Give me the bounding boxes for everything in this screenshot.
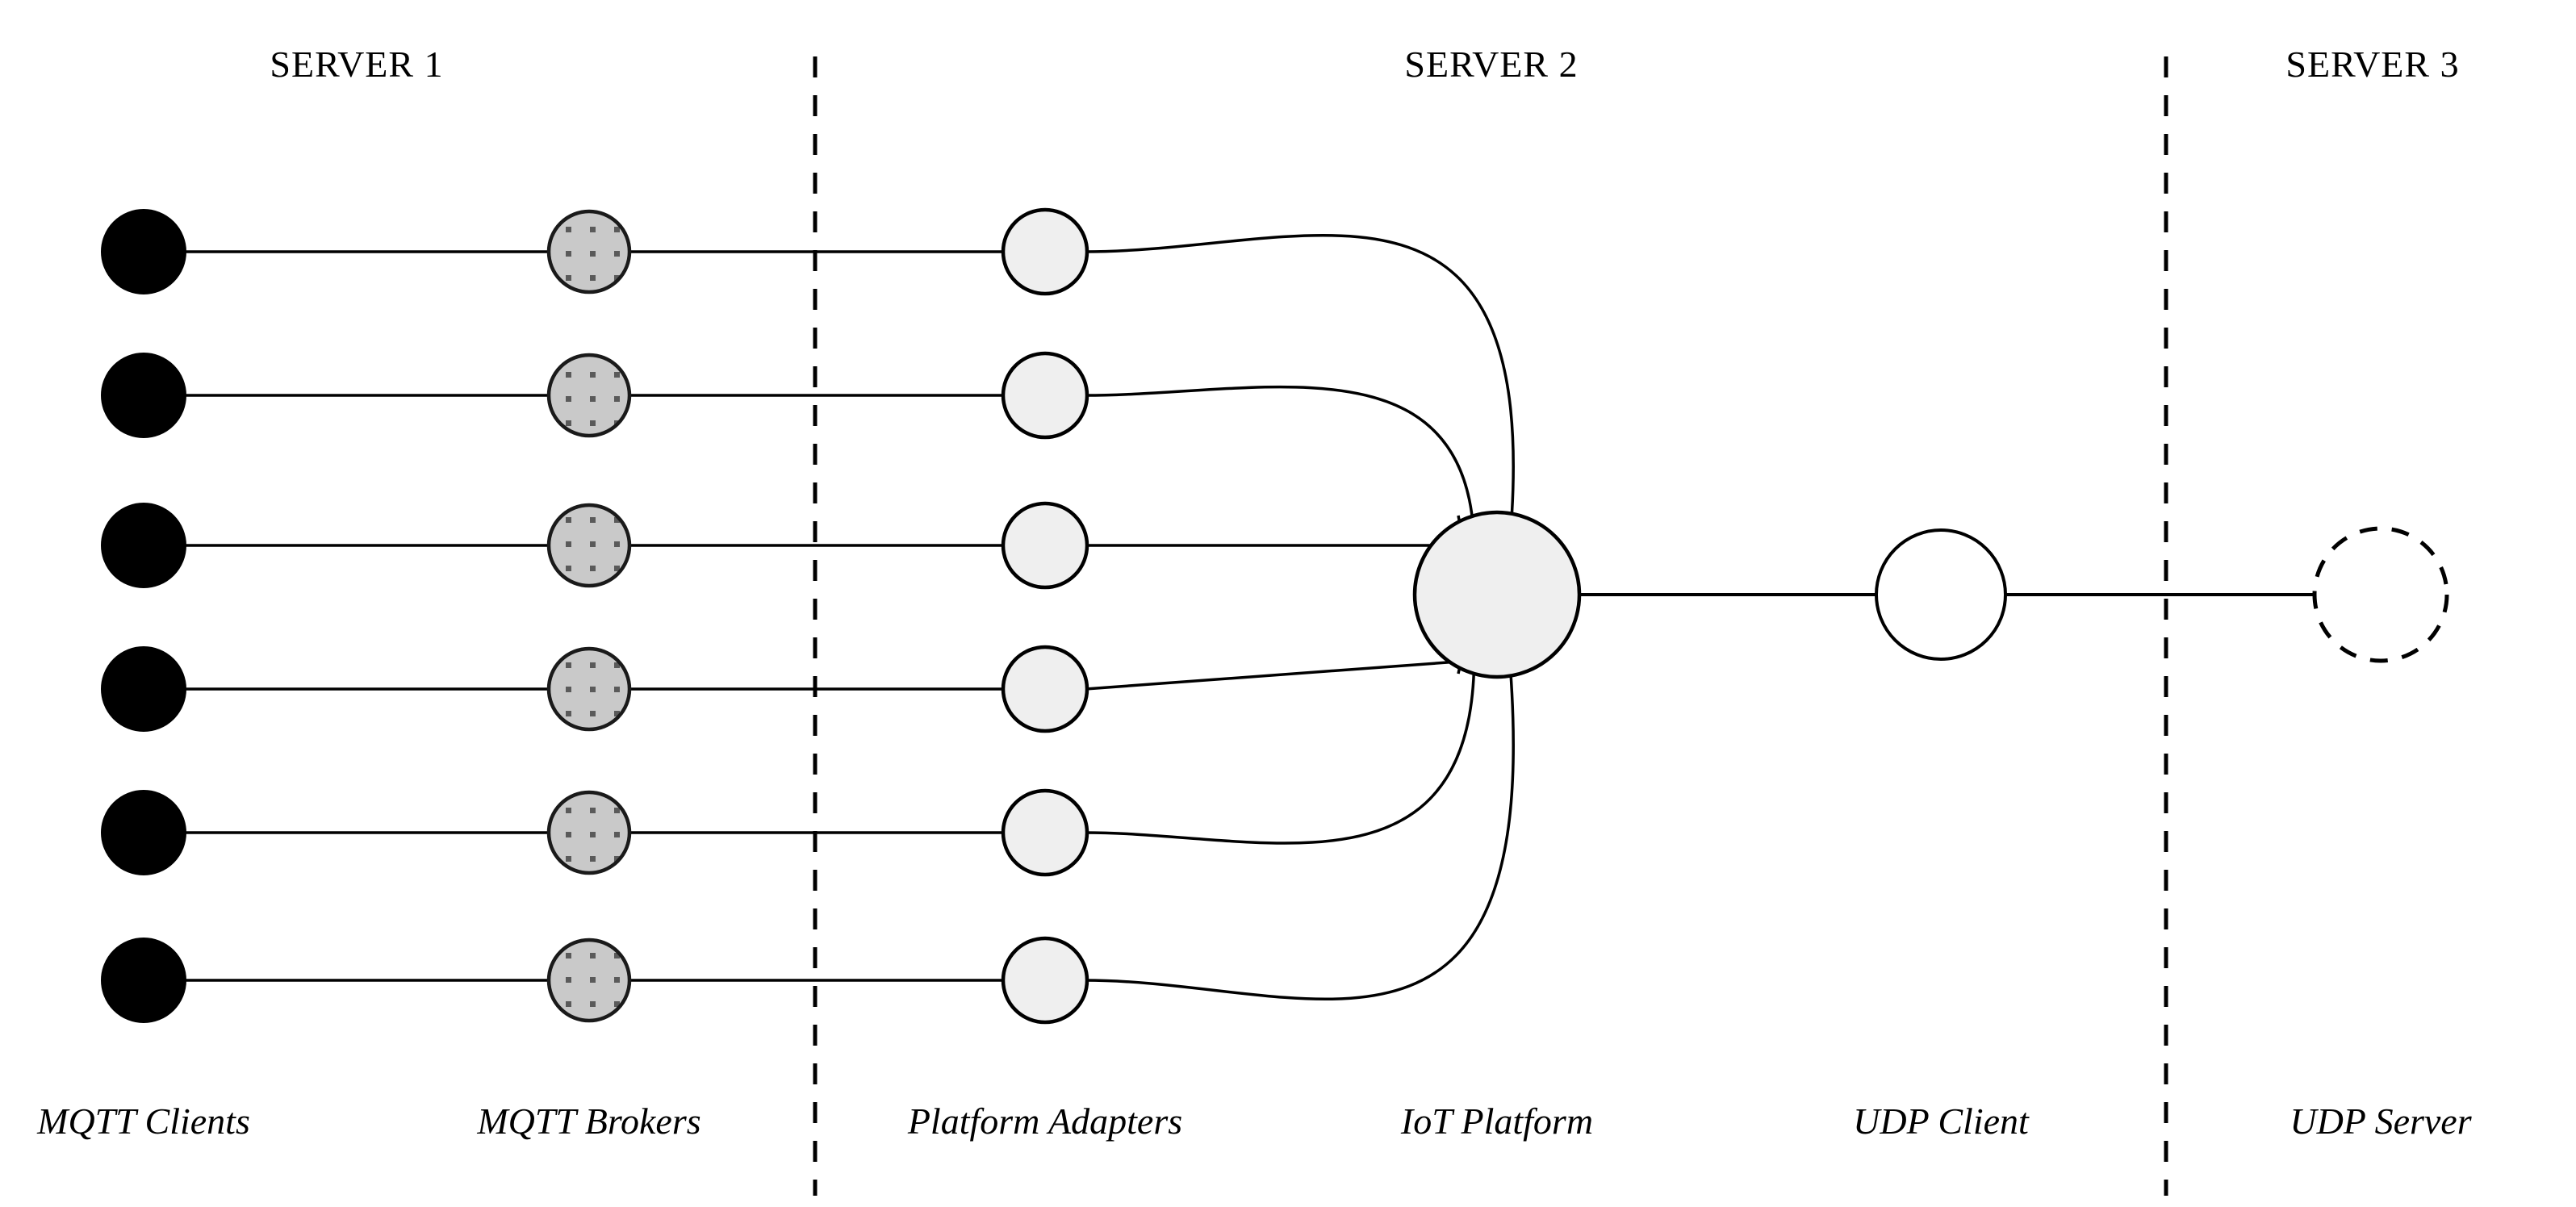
- mqtt-broker-4[interactable]: [546, 646, 632, 732]
- column-label-iot-platform: IoT Platform: [1400, 1100, 1593, 1142]
- edge-adapter-platform-6: [1085, 515, 1515, 1001]
- edge-adapter-platform-1: [1085, 233, 1515, 674]
- column-label-platform-adapters: Platform Adapters: [907, 1100, 1182, 1142]
- platform-adapter-1[interactable]: [1001, 207, 1089, 296]
- platform-adapter-5[interactable]: [1001, 788, 1089, 877]
- platform-adapter-3[interactable]: [1001, 501, 1089, 590]
- mqtt-client-4[interactable]: [101, 646, 186, 732]
- platform-adapter-2[interactable]: [1001, 351, 1089, 440]
- iot-platform-node[interactable]: [1412, 510, 1582, 679]
- edge-adapter-platform-2: [1085, 385, 1476, 674]
- mqtt-broker-2[interactable]: [546, 353, 632, 438]
- udp-client-node[interactable]: [1875, 528, 2007, 661]
- nodes-layer: [101, 207, 2449, 1025]
- mqtt-broker-3[interactable]: [546, 503, 632, 588]
- platform-adapter-4[interactable]: [1001, 645, 1089, 733]
- mqtt-broker-5[interactable]: [546, 790, 632, 875]
- server-dividers-layer: [813, 56, 2168, 1196]
- column-label-udp-server: UDP Server: [2290, 1100, 2472, 1142]
- column-label-udp-client: UDP Client: [1853, 1100, 2030, 1142]
- mqtt-client-2[interactable]: [101, 353, 186, 438]
- mqtt-client-6[interactable]: [101, 938, 186, 1023]
- labels-layer: SERVER 1 SERVER 2 SERVER 3 MQTT Clients MQTT…: [36, 44, 2473, 1142]
- column-label-mqtt-brokers: MQTT Brokers: [476, 1100, 700, 1142]
- edge-adapter-platform-5: [1085, 515, 1476, 845]
- column-label-mqtt-clients: MQTT Clients: [36, 1100, 250, 1142]
- mqtt-broker-6[interactable]: [546, 938, 632, 1023]
- server-header-server-1: SERVER 1: [270, 44, 443, 85]
- edge-adapter-platform-4: [1085, 660, 1452, 691]
- udp-server-node[interactable]: [2312, 526, 2449, 663]
- server-header-server-2: SERVER 2: [1404, 44, 1578, 85]
- platform-adapter-6[interactable]: [1001, 936, 1089, 1025]
- server-header-server-3: SERVER 3: [2285, 44, 2459, 85]
- mqtt-broker-1[interactable]: [546, 209, 632, 294]
- mqtt-client-1[interactable]: [101, 209, 186, 294]
- mqtt-client-5[interactable]: [101, 790, 186, 875]
- mqtt-client-3[interactable]: [101, 503, 186, 588]
